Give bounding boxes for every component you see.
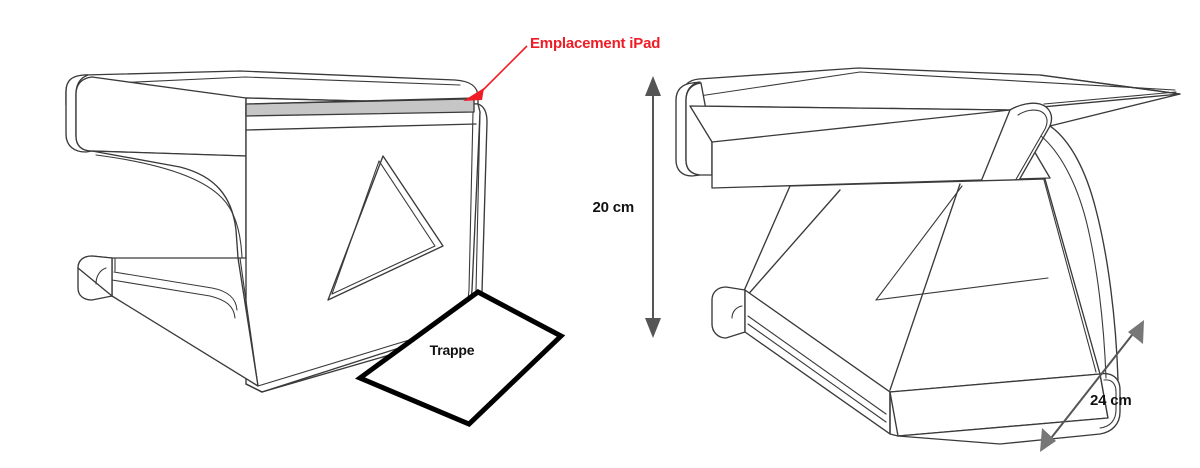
foot-channel-line-3 (111, 279, 236, 319)
base-channel-line-1 (747, 315, 887, 415)
ipad-leader-line (480, 45, 528, 93)
ipad-slot-label: Emplacement iPad (530, 35, 660, 52)
left-panel-bottom-tip (245, 383, 263, 393)
right-leg-inner-curve (1040, 135, 1107, 379)
right-leg-outer-curve (1049, 125, 1119, 381)
ipad-slot-upper-edge (246, 98, 475, 105)
triangle-cutout-inner (331, 160, 436, 295)
dim-depth-arrow-top (1128, 320, 1144, 344)
hatch-shape (354, 289, 566, 427)
base-corner-edge (889, 391, 899, 437)
right-inner-brace-line (875, 277, 1049, 301)
right-deck-front-top-edge (711, 109, 1011, 143)
left-view-group: Emplacement iPad Trappe (65, 35, 660, 427)
dim-height-arrow-bottom (645, 318, 661, 338)
dim-depth-label: 24 cm (1090, 392, 1132, 409)
right-fold-line-left (744, 189, 841, 299)
left-underside-inner-line (95, 154, 243, 259)
right-fold-line-right (1043, 179, 1097, 373)
hatch-label: Trappe (430, 342, 475, 358)
dim-height-arrow-top (645, 76, 661, 96)
right-side-leg (1040, 125, 1119, 381)
right-top-surface (682, 67, 1181, 111)
right-inner-brace-line-2 (875, 185, 963, 301)
base-right-leg-inner (1099, 379, 1117, 429)
dimension-depth-group: 24 cm (1040, 320, 1144, 452)
right-top-right-edge (1039, 74, 1181, 127)
foot-channel-line-1 (113, 271, 238, 311)
ipad-arrow-head (463, 88, 484, 101)
hatch-group: Trappe (354, 289, 566, 427)
ipad-slot-lower-edge (245, 123, 477, 131)
base-channel-curve (731, 305, 743, 319)
dimension-height-group: 20 cm (592, 76, 661, 338)
base-channel-line-2 (747, 323, 887, 423)
base-right-rounded-leg (897, 372, 1121, 445)
dim-depth-arrow-bottom (1040, 428, 1056, 452)
left-underside-sweep (91, 150, 247, 259)
right-top-right-edge-line (1043, 91, 1177, 105)
right-view-group: 20 cm 24 cm (592, 67, 1181, 452)
foot-left-face (77, 255, 113, 297)
right-stand-top (675, 67, 1181, 209)
right-top-edge-line (685, 71, 1176, 99)
dim-height-label: 20 cm (592, 199, 634, 216)
base-left-cap (711, 286, 746, 339)
ipad-annotation-group: Emplacement iPad (463, 35, 660, 101)
dim-depth-line (1047, 329, 1137, 443)
foot-channel-line-2 (95, 267, 107, 285)
foot-front-face (111, 257, 259, 387)
right-stand-base (711, 286, 1121, 445)
right-fold-line-center (889, 183, 961, 391)
